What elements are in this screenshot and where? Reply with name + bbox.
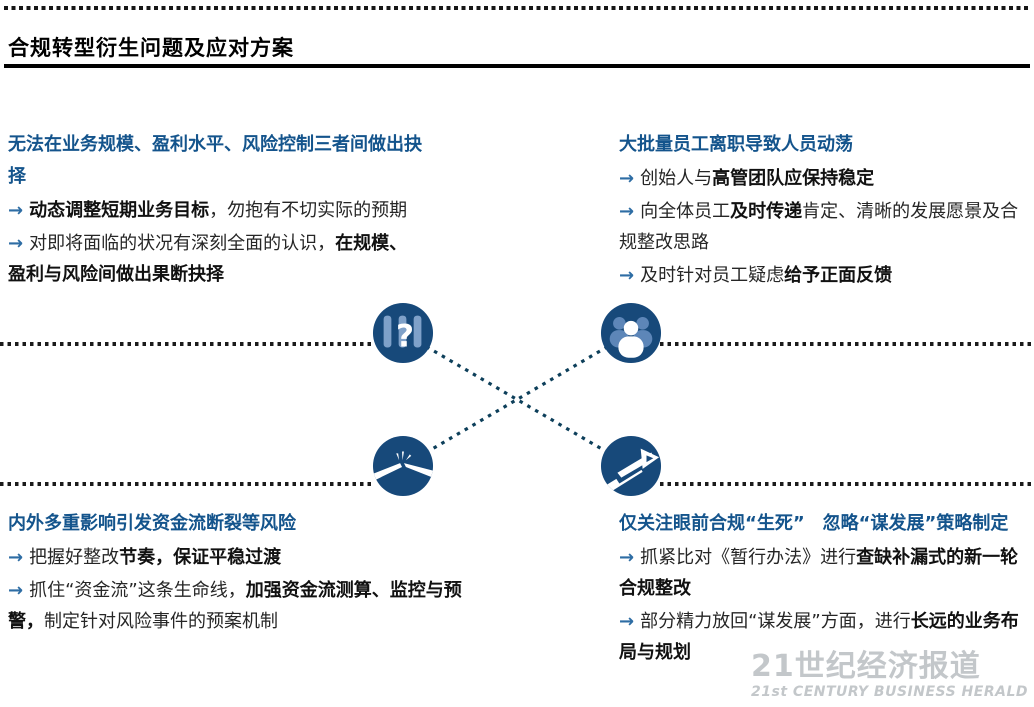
bullet-item: →向全体员工及时传递肯定、清晰的发展愿景及合规整改思路 bbox=[619, 196, 1033, 258]
bullet-item: →抓紧比对《暂行办法》进行查缺补漏式的新一轮合规整改 bbox=[619, 542, 1033, 604]
dotted-connector-bottom-left bbox=[0, 482, 374, 486]
problem-block-top-left: 无法在业务规模、盈利水平、风险控制三者间做出抉择 →动态调整短期业务目标，勿抱有… bbox=[8, 129, 424, 292]
watermark-english: 21st CENTURY BUSINESS HERALD bbox=[751, 684, 1028, 700]
problem-block-top-right: 大批量员工离职导致人员动荡 →创始人与高管团队应保持稳定 →向全体员工及时传递肯… bbox=[619, 129, 1033, 293]
bullet-text-segment: 及时传递 bbox=[730, 201, 803, 222]
arrow-bullet-icon: → bbox=[8, 200, 24, 221]
problem-heading: 大批量员工离职导致人员动荡 bbox=[619, 134, 853, 155]
bullet-text-segment: 及时针对员工疑虑 bbox=[640, 265, 785, 286]
watermark: 21世纪经济报道 21st CENTURY BUSINESS HERALD bbox=[751, 651, 1028, 701]
bullet-item: →对即将面临的状况有深刻全面的认识，在规模、盈利与风险间做出果断抉择 bbox=[8, 228, 424, 290]
bullet-item: →部分精力放回“谋发展”方面，进行长远的业务布局与规划 bbox=[619, 606, 1033, 668]
bullet-text-segment: 抓紧比对《暂行办法》进行 bbox=[640, 547, 857, 568]
growth-arrow-icon bbox=[600, 435, 662, 497]
bullet-item: →及时针对员工疑虑给予正面反馈 bbox=[619, 260, 1033, 291]
bullet-text-segment: 高管团队应保持稳定 bbox=[712, 168, 875, 189]
header-dotted-divider bbox=[4, 6, 1030, 10]
page-title: 合规转型衍生问题及应对方案 bbox=[8, 36, 294, 61]
problem-block-bottom-left: 内外多重影响引发资金流断裂等风险 →把握好整改节奏，保证平稳过渡 →抓住“资金流… bbox=[8, 508, 466, 639]
broken-flow-icon bbox=[372, 435, 434, 497]
bullet-text-segment: 创始人与 bbox=[640, 168, 713, 189]
problem-heading: 无法在业务规模、盈利水平、风险控制三者间做出抉择 bbox=[8, 134, 422, 187]
bullet-text-segment: 节奏，保证平稳过渡 bbox=[119, 547, 282, 568]
bullet-item: →抓住“资金流”这条生命线，加强资金流测算、监控与预警，制定针对风险事件的预案机… bbox=[8, 575, 466, 637]
arrow-bullet-icon: → bbox=[619, 201, 635, 222]
bullet-text-segment: 对即将面临的状况有深刻全面的认识， bbox=[29, 233, 336, 254]
arrow-bullet-icon: → bbox=[619, 265, 635, 286]
arrow-bullet-icon: → bbox=[619, 611, 635, 632]
svg-text:?: ? bbox=[396, 319, 414, 355]
choice-question-icon: ? bbox=[372, 302, 434, 364]
arrow-bullet-icon: → bbox=[8, 233, 24, 254]
team-people-icon bbox=[600, 302, 662, 364]
bullet-text-segment: 长远的业务布局与规划 bbox=[619, 611, 1019, 663]
bullet-text-segment: 把握好整改 bbox=[29, 547, 120, 568]
arrow-bullet-icon: → bbox=[8, 547, 24, 568]
bullet-text-segment: 给予正面反馈 bbox=[784, 265, 893, 286]
bullet-text-segment: 动态调整短期业务目标 bbox=[29, 200, 210, 221]
watermark-chinese: 21世纪经济报道 bbox=[751, 649, 981, 684]
bullet-item: →把握好整改节奏，保证平稳过渡 bbox=[8, 542, 466, 573]
header-thick-rule bbox=[4, 64, 1030, 68]
diagonal-connector-line bbox=[402, 331, 632, 468]
bullet-text-segment: 肯定、清晰的发展愿景及合规整改思路 bbox=[619, 201, 1019, 253]
bullet-text-segment: 加强资金流测算、监控与预警， bbox=[8, 580, 462, 632]
bullet-text-segment: ，勿抱有不切实际的预期 bbox=[209, 200, 408, 221]
bullet-item: →动态调整短期业务目标，勿抱有不切实际的预期 bbox=[8, 195, 424, 226]
bullet-text-segment: 制定针对风险事件的预案机制 bbox=[44, 611, 278, 632]
dotted-connector-bottom-right bbox=[660, 482, 1034, 486]
bullet-text-segment: 部分精力放回“谋发展”方面，进行 bbox=[640, 611, 911, 632]
arrow-bullet-icon: → bbox=[619, 168, 635, 189]
problem-heading: 仅关注眼前合规“生死” 忽略“谋发展”策略制定 bbox=[619, 513, 1009, 534]
diagonal-connector-line bbox=[402, 331, 632, 468]
arrow-bullet-icon: → bbox=[619, 547, 635, 568]
bullet-text-segment: 向全体员工 bbox=[640, 201, 731, 222]
arrow-bullet-icon: → bbox=[8, 580, 24, 601]
problem-heading: 内外多重影响引发资金流断裂等风险 bbox=[8, 513, 296, 534]
bullet-item: →创始人与高管团队应保持稳定 bbox=[619, 163, 1033, 194]
bullet-text-segment: 在规模、盈利与风险间做出果断抉择 bbox=[8, 233, 408, 285]
dotted-connector-top-right bbox=[660, 342, 1034, 346]
problem-block-bottom-right: 仅关注眼前合规“生死” 忽略“谋发展”策略制定 →抓紧比对《暂行办法》进行查缺补… bbox=[619, 508, 1033, 670]
bullet-text-segment: 查缺补漏式的新一轮合规整改 bbox=[619, 547, 1019, 599]
bullet-text-segment: 抓住“资金流”这条生命线， bbox=[29, 580, 246, 601]
dotted-connector-top-left bbox=[0, 342, 374, 346]
